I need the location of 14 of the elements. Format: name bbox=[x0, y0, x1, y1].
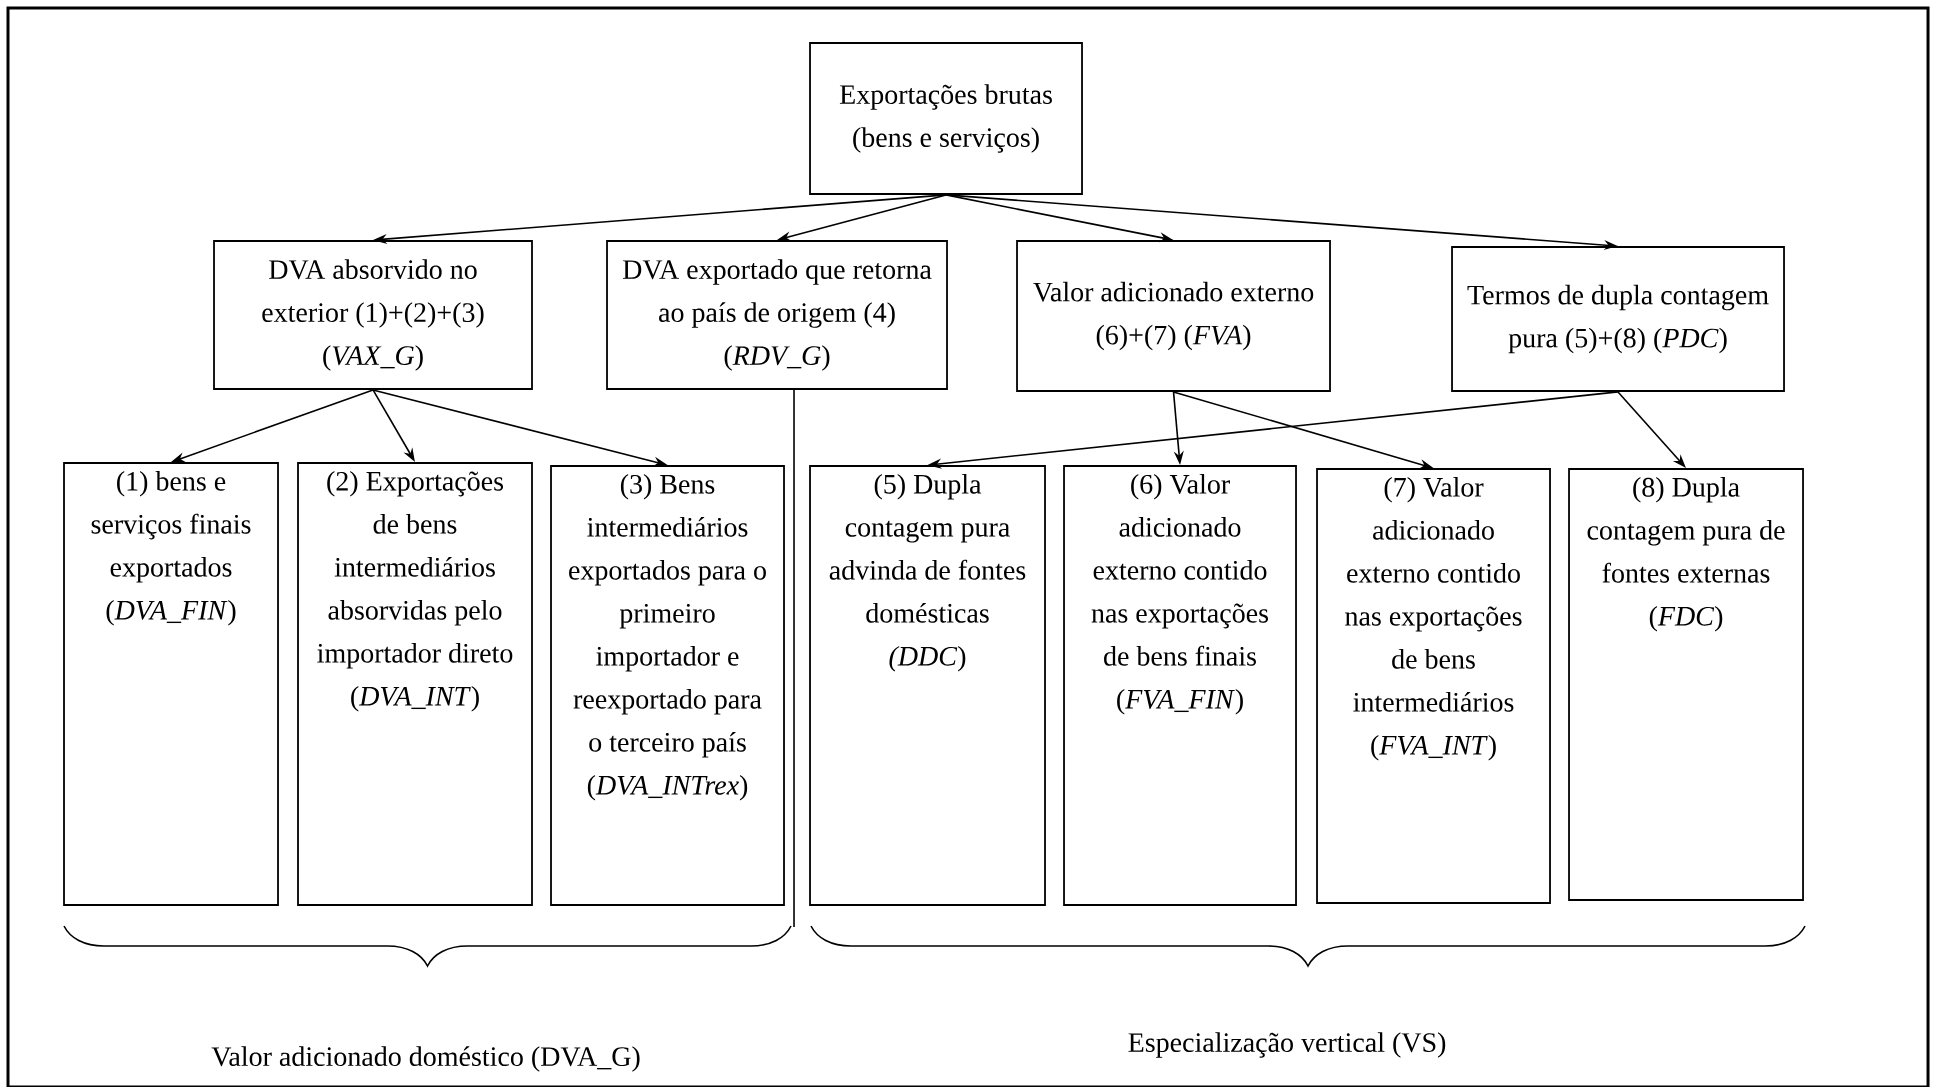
category-box: Termos de dupla contagem pura (5)+(8) (PDC) bbox=[1451, 246, 1785, 392]
category-box: DVA exportado que retorna ao país de origem (4) (RDV_G) bbox=[606, 240, 948, 390]
component-box: (2) Exportações de bens intermediários absorvidas pelo importador direto (DVA_INT) bbox=[297, 462, 533, 906]
group-label: Valor adicionado doméstico (DVA_G) bbox=[211, 1046, 640, 1072]
top-box: Exportações brutas (bens e serviços) bbox=[809, 42, 1083, 195]
category-box: DVA absorvido no exterior (1)+(2)+(3) (VAX_G) bbox=[213, 240, 533, 390]
component-box: (6) Valor adicionado externo contido nas exportações de bens finais (FVA_FIN) bbox=[1063, 465, 1297, 906]
component-box: (5) Dupla contagem pura advinda de fontes domésticas (DDC) bbox=[809, 465, 1046, 906]
group-label: Especialização vertical (VS) bbox=[1128, 1032, 1446, 1058]
component-box: (3) Bens intermediários exportados para o primeiro importador e reexportado para o terceiro país (DVA_INTrex) bbox=[550, 465, 785, 906]
component-box: (7) Valor adicionado externo contido nas exportações de bens intermediários (FVA_INT) bbox=[1316, 468, 1551, 904]
component-box: (8) Dupla contagem pura de fontes externas (FDC) bbox=[1568, 468, 1804, 901]
component-box: (1) bens e serviços finais exportados (DVA_FIN) bbox=[63, 462, 279, 906]
category-box: Valor adicionado externo (6)+(7) (FVA) bbox=[1016, 240, 1331, 392]
